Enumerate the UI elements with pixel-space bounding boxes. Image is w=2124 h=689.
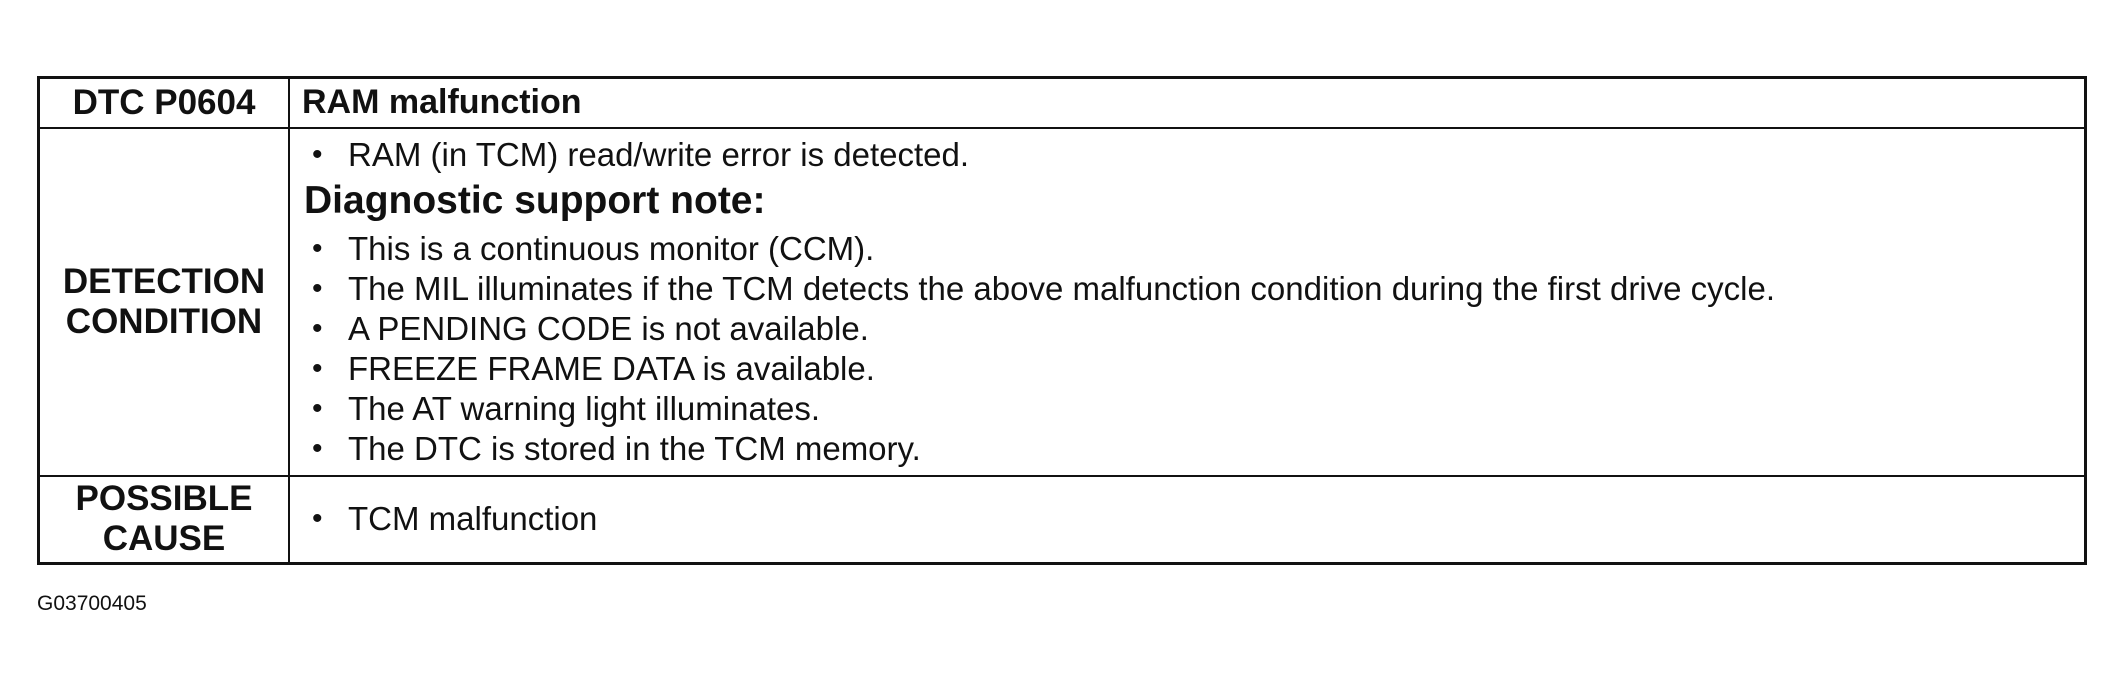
list-item-text: The AT warning light illuminates. [348, 389, 821, 427]
list-item: • RAM (in TCM) read/write error is detec… [302, 135, 2084, 175]
list-item: • The DTC is stored in the TCM memory. [302, 429, 2084, 469]
diagnostic-note-list: • This is a continuous monitor (CCM). • … [302, 229, 2084, 469]
list-item-text: A PENDING CODE is not available. [348, 309, 869, 347]
detection-condition-row: DETECTION CONDITION • RAM (in TCM) read/… [37, 126, 2087, 477]
bullet-icon: • [312, 431, 323, 465]
possible-cause-list: • TCM malfunction [302, 499, 2084, 539]
diagnostic-note-heading: Diagnostic support note: [304, 178, 766, 222]
detection-condition-content: • RAM (in TCM) read/write error is detec… [288, 126, 2087, 477]
cause-label-line1: POSSIBLE [75, 479, 253, 519]
list-item: • FREEZE FRAME DATA is available. [302, 349, 2084, 389]
cause-label-line2: CAUSE [102, 519, 226, 559]
list-item: • The MIL illuminates if the TCM detects… [302, 269, 2084, 309]
bullet-icon: • [312, 311, 323, 345]
dtc-table: DTC P0604 RAM malfunction DETECTION COND… [37, 76, 2087, 565]
possible-cause-row: POSSIBLE CAUSE • TCM malfunction [37, 474, 2087, 565]
bullet-icon: • [312, 271, 323, 305]
detection-primary-list: • RAM (in TCM) read/write error is detec… [302, 135, 2084, 175]
bullet-icon: • [312, 391, 323, 425]
bullet-icon: • [312, 351, 323, 385]
list-item-text: FREEZE FRAME DATA is available. [348, 349, 875, 387]
dtc-code-cell: DTC P0604 [37, 76, 290, 129]
list-item-text: This is a continuous monitor (CCM). [348, 229, 875, 267]
list-item-text: TCM malfunction [348, 500, 598, 538]
bullet-icon: • [312, 502, 323, 536]
possible-cause-label: POSSIBLE CAUSE [37, 474, 290, 565]
possible-cause-content: • TCM malfunction [288, 474, 2087, 565]
bullet-icon: • [312, 231, 323, 265]
list-item: • TCM malfunction [302, 499, 2084, 539]
bullet-icon: • [312, 137, 323, 171]
list-item-text: The DTC is stored in the TCM memory. [348, 429, 921, 467]
list-item: • A PENDING CODE is not available. [302, 309, 2084, 349]
dtc-header-row: DTC P0604 RAM malfunction [37, 76, 2087, 129]
detection-condition-label: DETECTION CONDITION [37, 126, 290, 477]
figure-id: G03700405 [37, 592, 147, 615]
list-item-text: The MIL illuminates if the TCM detects t… [348, 269, 1776, 307]
list-item: • The AT warning light illuminates. [302, 389, 2084, 429]
list-item-text: RAM (in TCM) read/write error is detecte… [348, 135, 970, 173]
dtc-description-cell: RAM malfunction [288, 76, 2087, 129]
detection-label-line2: CONDITION [65, 301, 263, 341]
detection-label-line1: DETECTION [62, 261, 266, 301]
list-item: • This is a continuous monitor (CCM). [302, 229, 2084, 269]
